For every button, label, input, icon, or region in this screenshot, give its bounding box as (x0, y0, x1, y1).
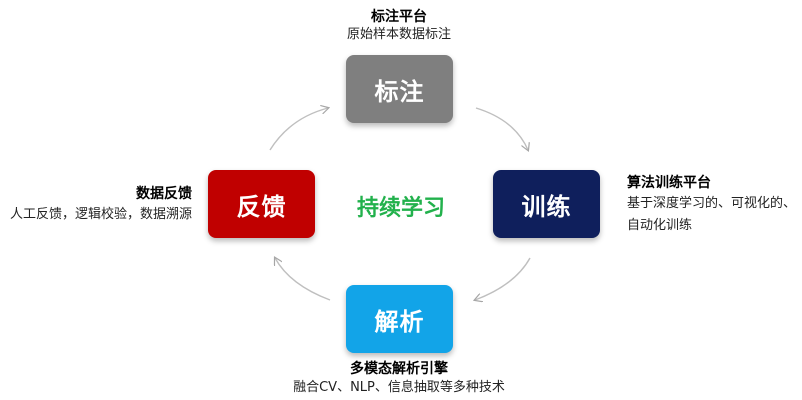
top-description-line: 原始样本数据标注 (346, 27, 451, 42)
top-title: 标注平台 (371, 9, 427, 25)
top-node-label: 标注 (374, 77, 425, 106)
right-description-line-2: 自动化训练 (627, 218, 693, 233)
right-description-line-1: 基于深度学习的、可视化的、 (627, 196, 797, 211)
arrow-bottom-to-left (275, 258, 331, 301)
arrow-top-to-right (475, 107, 528, 150)
right-node-label: 训练 (521, 192, 572, 221)
bottom-node-label: 解析 (374, 307, 425, 336)
right-description: 基于深度学习的、可视化的、 自动化训练 (627, 193, 796, 237)
arrow-right-to-bottom (475, 257, 531, 300)
bottom-description-line: 融合CV、NLP、信息抽取等多种技术 (293, 380, 505, 395)
bottom-description: 融合CV、NLP、信息抽取等多种技术 (269, 377, 529, 399)
top-node-box: 标注 (346, 55, 453, 123)
arrow-left-to-top (269, 108, 328, 151)
left-title: 数据反馈 (136, 186, 192, 202)
top-description: 原始样本数据标注 (319, 24, 479, 46)
center-label: 持续学习 (356, 196, 445, 221)
right-node-box: 训练 (493, 170, 600, 238)
bottom-title: 多模态解析引擎 (350, 361, 448, 377)
left-description: 人工反馈，逻辑校验，数据溯源 (0, 204, 192, 226)
right-title: 算法训练平台 (627, 175, 711, 191)
left-node-box: 反馈 (208, 170, 315, 238)
left-description-line: 人工反馈，逻辑校验，数据溯源 (9, 207, 192, 222)
bottom-node-box: 解析 (346, 285, 453, 353)
left-node-label: 反馈 (236, 192, 287, 221)
